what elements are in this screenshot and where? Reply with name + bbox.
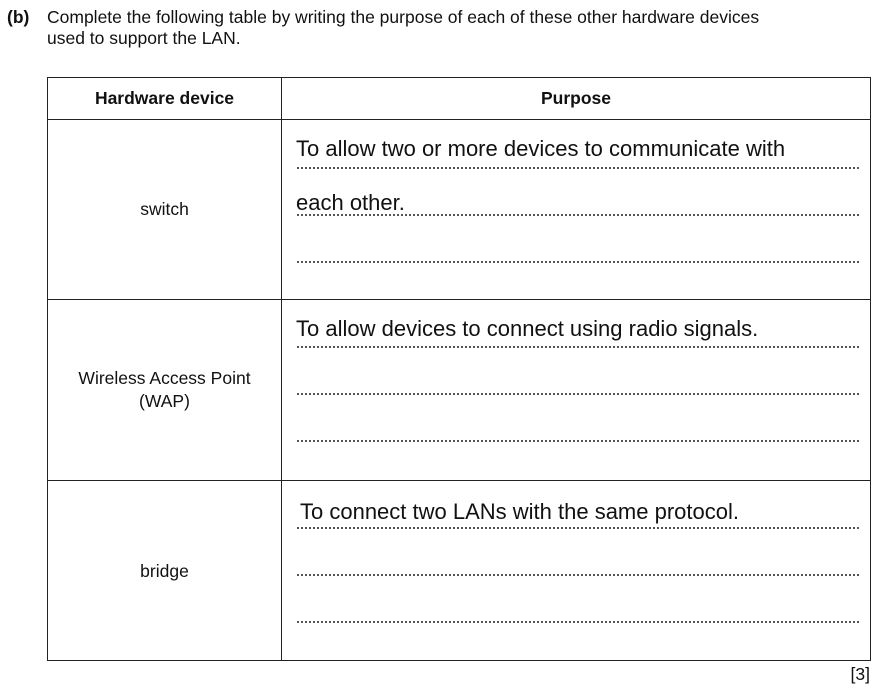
answer-line[interactable] [297,621,859,623]
answer-line[interactable] [297,167,859,169]
question-text: Complete the following table by writing … [47,7,873,49]
answer-text: To connect two LANs with the same protoc… [300,499,739,524]
answer-line[interactable] [297,574,859,576]
answer-text: To allow devices to connect using radio … [296,316,759,341]
answer-line[interactable] [297,214,859,216]
answer-text: each other. [296,190,405,215]
header-hardware-device: Hardware device [94,88,235,108]
column-divider [281,78,282,660]
row-divider [48,480,870,481]
question-text-line: Complete the following table by writing … [47,7,760,27]
answer-line[interactable] [297,346,859,348]
marks-label: [3] [850,664,870,684]
device-name: Wireless Access Point [78,368,251,388]
row-divider [48,119,870,120]
answer-line[interactable] [297,440,859,442]
hardware-table: Hardware device Purpose switch To allow … [47,77,871,661]
device-name-abbrev: (WAP) [139,391,190,411]
device-name: bridge [140,560,189,581]
device-name: switch [140,199,189,219]
device-cell-wap: Wireless Access Point (WAP) [48,300,281,480]
device-cell-bridge: bridge [48,481,281,661]
answer-line[interactable] [297,527,859,529]
header-purpose: Purpose [540,88,612,108]
answer-line[interactable] [297,393,859,395]
question-text-line: used to support the LAN. [47,28,241,48]
answer-text: To allow two or more devices to communic… [296,136,786,161]
row-divider [48,299,870,300]
device-cell-switch: switch [48,120,281,299]
answer-line[interactable] [297,261,859,263]
question-label: (b) [7,7,30,27]
